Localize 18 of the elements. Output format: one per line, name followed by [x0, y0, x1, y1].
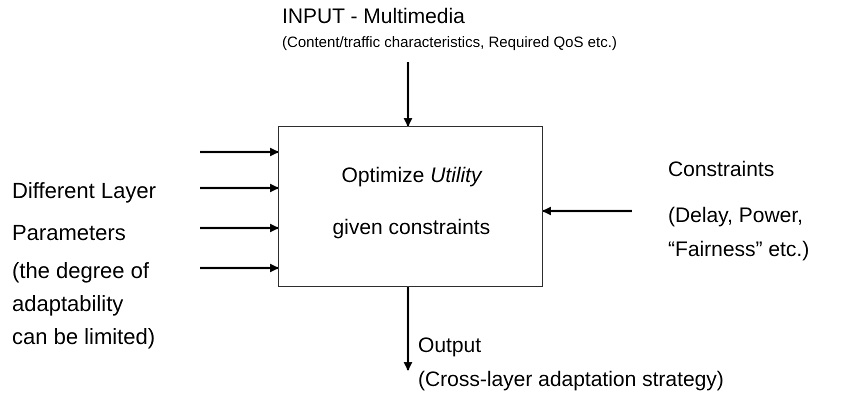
arrow [404, 62, 412, 127]
arrow [200, 184, 279, 192]
process-box [278, 126, 543, 287]
parameters-heading: Different Layer Parameters [12, 177, 157, 247]
input-heading: INPUT - Multimedia [282, 4, 465, 30]
constraints-heading: Constraints [668, 157, 774, 183]
parameters-note: (the degree of adaptability can be limited) [12, 257, 156, 351]
arrow [200, 264, 279, 272]
arrow [200, 148, 279, 156]
process-title: Optimize Utility [342, 163, 482, 189]
arrow [404, 287, 412, 371]
output-heading: Output [418, 333, 482, 359]
output-description: (Cross-layer adaptation strategy) [418, 367, 724, 393]
constraints-note: (Delay, Power, “Fairness” etc.) [668, 203, 810, 263]
process-subtitle: given constraints [332, 215, 490, 241]
input-description: (Content/traffic characteristics, Required QoS etc.) [282, 34, 617, 52]
arrow [200, 224, 279, 232]
arrow [542, 206, 632, 216]
